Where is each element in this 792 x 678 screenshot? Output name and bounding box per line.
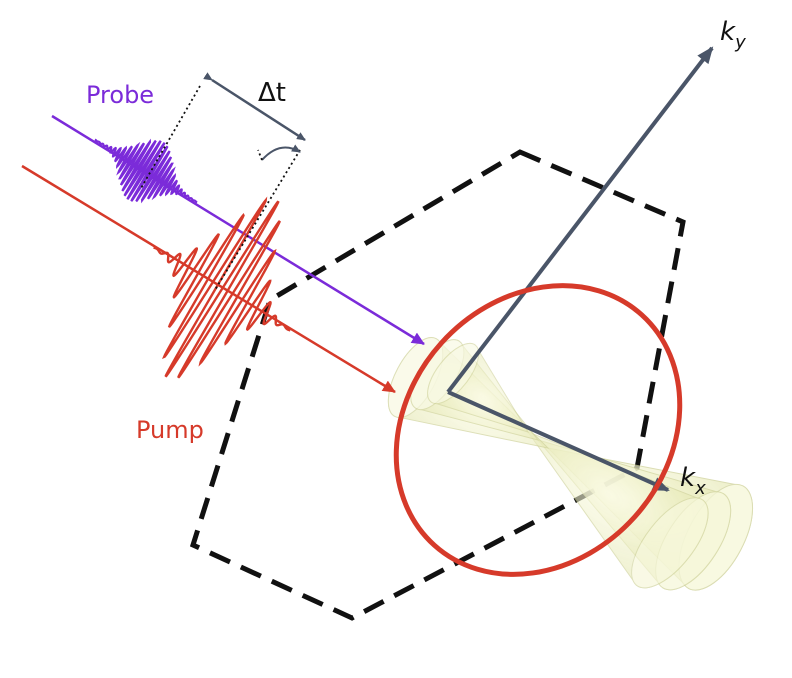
kx-label-base: k (680, 463, 696, 493)
pump-label: Pump (136, 416, 204, 444)
ky-label: ky (720, 17, 746, 53)
ky-axis (446, 46, 714, 394)
delay-guide-pump (214, 149, 301, 291)
kx-axis (447, 390, 670, 492)
delay-label: Δt (258, 78, 286, 108)
pump-pulse (153, 196, 291, 379)
delay-curve-start (257, 149, 263, 161)
ky-label-sub: y (734, 32, 746, 53)
probe-pulse (94, 138, 198, 204)
delay-curve (261, 144, 301, 161)
probe-label: Probe (86, 81, 154, 109)
fermi-ring (393, 283, 683, 577)
delay-arrow (203, 72, 306, 142)
kx-label-sub: x (694, 478, 706, 499)
kx-label: kx (680, 463, 706, 499)
delay-guide-probe (139, 85, 201, 191)
ky-label-base: k (720, 17, 736, 47)
brillouin-zone-hexagon (189, 149, 686, 621)
